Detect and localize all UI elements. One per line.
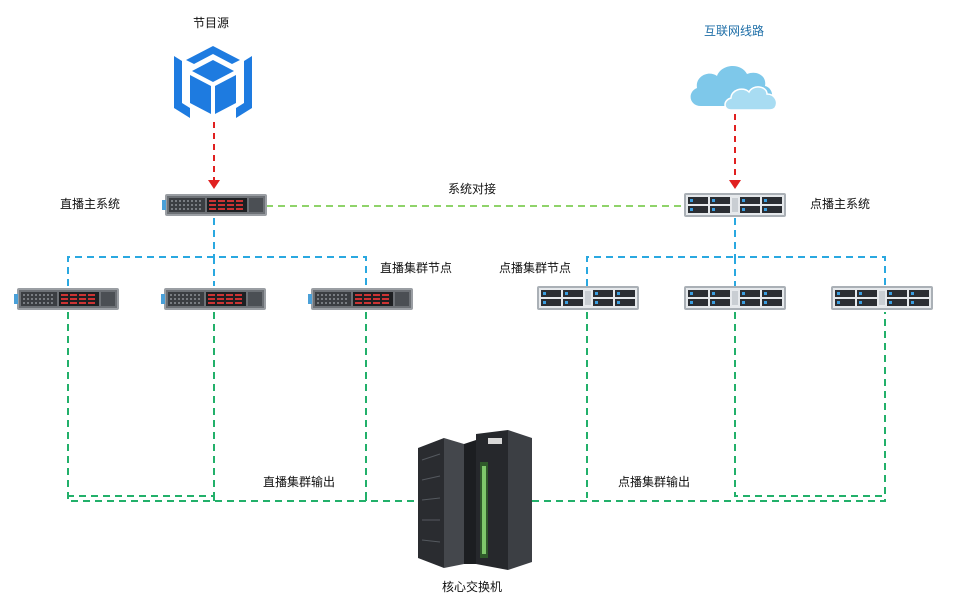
arrowhead-left xyxy=(208,180,220,189)
vod-node-1-icon xyxy=(537,286,639,310)
system-link-label: 系统对接 xyxy=(448,182,497,196)
live-cluster-label: 直播集群节点 xyxy=(380,261,453,275)
output-links xyxy=(67,312,886,502)
live-main-server-icon xyxy=(162,194,267,216)
vod-output-label: 点播集群输出 xyxy=(618,475,691,489)
live-node-1-icon xyxy=(14,288,119,310)
arrowhead-right xyxy=(729,180,741,189)
cloud-icon xyxy=(690,65,778,111)
vod-main-server-icon xyxy=(684,193,786,217)
internet-line-label: 互联网线路 xyxy=(704,24,765,38)
live-main-label: 直播主系统 xyxy=(60,197,121,211)
input-links xyxy=(213,114,736,182)
cube-icon xyxy=(174,46,252,118)
vod-node-3-icon xyxy=(831,286,933,310)
core-switch-label: 核心交换机 xyxy=(442,580,503,594)
cluster-bus-lines xyxy=(67,218,886,286)
program-source-label: 节目源 xyxy=(193,16,230,30)
mainframe-switch-icon xyxy=(418,430,532,570)
live-node-3-icon xyxy=(308,288,413,310)
vod-cluster-label: 点播集群节点 xyxy=(499,261,572,275)
live-output-label: 直播集群输出 xyxy=(263,475,336,489)
vod-main-label: 点播主系统 xyxy=(810,197,871,211)
live-node-2-icon xyxy=(161,288,266,310)
vod-node-2-icon xyxy=(684,286,786,310)
